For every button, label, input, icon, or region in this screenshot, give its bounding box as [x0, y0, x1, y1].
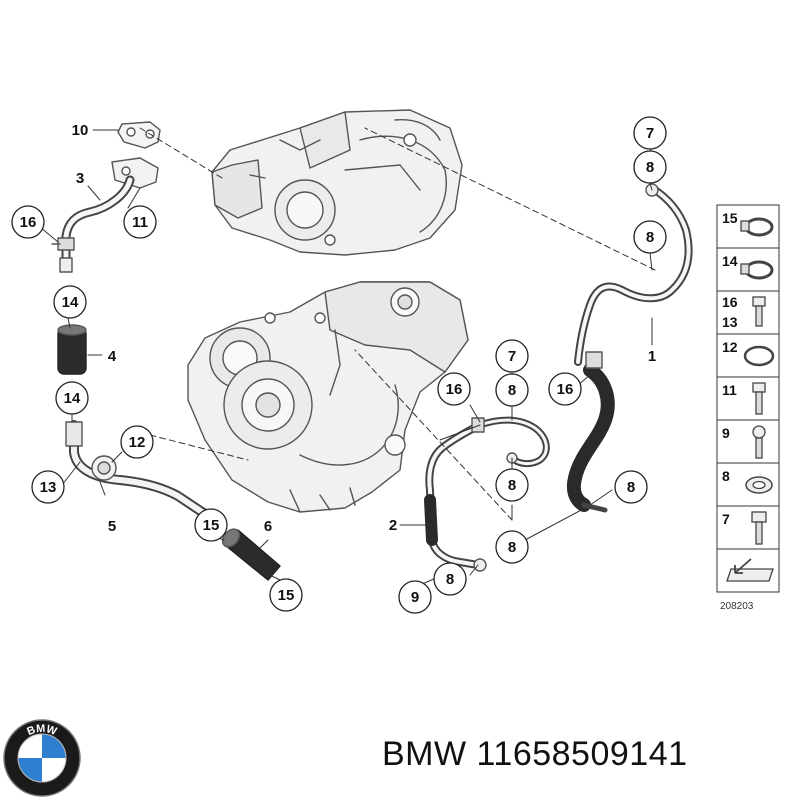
oil-pipe-part-3: [51, 157, 159, 273]
callout-label: 11: [132, 214, 148, 231]
callout-circle: [495, 339, 529, 373]
hose-part-4: [57, 324, 87, 375]
callout-circle: [55, 381, 89, 415]
legend-number: 14: [722, 253, 738, 269]
callout-label: 16: [20, 214, 37, 231]
callout-circle: [53, 285, 87, 319]
callout-circle: [614, 470, 648, 504]
callout-label: 6: [264, 518, 272, 535]
legend-part-icon: [752, 296, 766, 327]
legend-number: 16: [722, 294, 738, 310]
callout-label: 16: [446, 381, 463, 398]
callout-circle: [495, 373, 529, 407]
callout-label: 7: [646, 125, 654, 142]
callout-circle: [31, 470, 65, 504]
callout-circle: [194, 508, 228, 542]
diagram-number: 208203: [720, 601, 754, 612]
callout-label: 3: [76, 170, 84, 187]
legend-cell: 15: [716, 204, 780, 249]
callout-label: 8: [627, 479, 635, 496]
callout-circle: [633, 116, 667, 150]
legend-cell: 9: [716, 419, 780, 464]
pipe-part-2: [424, 416, 550, 572]
diagram-artwork: [33, 109, 693, 586]
legend-part-icon: [726, 558, 774, 582]
callout-label: 2: [389, 517, 397, 534]
logo-lettering: BMW: [25, 723, 58, 738]
callout-label: 8: [508, 539, 516, 556]
callout-label: 15: [203, 517, 220, 534]
legend-part-icon: [752, 382, 766, 415]
legend-number: 8: [722, 468, 730, 484]
callout-circle: [123, 205, 157, 239]
callout-circle: [11, 205, 45, 239]
pipe-part-1: [566, 183, 693, 513]
callout-label: 8: [446, 571, 454, 588]
upper-turbocharger: [211, 109, 463, 256]
leader-lines: [33, 127, 656, 586]
pipe-part-5: [65, 420, 210, 519]
legend-number: 12: [722, 339, 738, 355]
callout-label: 8: [646, 229, 654, 246]
callout-label: 15: [278, 587, 295, 604]
callout-circle: [633, 220, 667, 254]
legend-part-icon: [752, 425, 766, 459]
legend-part-icon: [751, 511, 767, 545]
legend-number: 7: [722, 511, 730, 527]
callout-label: 8: [646, 159, 654, 176]
callout-circle: [120, 425, 154, 459]
lower-turbocharger: [187, 281, 469, 513]
callout-circle: [398, 580, 432, 614]
callout-label: 14: [64, 390, 81, 407]
legend-number: 15: [722, 210, 738, 226]
gasket-part-10: [117, 121, 161, 149]
legend-number: 11: [722, 382, 737, 398]
parts-diagram: 10 3 16 11 14 4 14 12 13 5 15 6 15 7 8 8 1 16 7 8 16 8 8 2 8 8 9 1…: [11, 109, 780, 614]
callout-circle: [495, 530, 529, 564]
callouts: 10 3 16 11 14 4 14 12 13 5 15 6 15 7 8 8 1 16 7 8 16 8 8 2 8 8 9: [11, 116, 667, 614]
callout-circle: [548, 372, 582, 406]
legend-part-icon: [745, 476, 773, 494]
legend-part-icon: [743, 345, 775, 367]
callout-label: 5: [108, 518, 116, 535]
callout-label: 7: [508, 348, 516, 365]
legend-number: 9: [722, 425, 730, 441]
callout-label: 16: [557, 381, 574, 398]
callout-circle: [433, 562, 467, 596]
callout-label: 9: [411, 589, 419, 606]
legend-cell: 8: [716, 462, 780, 507]
hose-part-6: [221, 528, 281, 581]
callout-circle: [633, 150, 667, 184]
callout-label: 8: [508, 382, 516, 399]
callout-circle: [495, 468, 529, 502]
callout-label: 1: [648, 348, 656, 365]
legend-cell: 12: [716, 333, 780, 378]
callout-label: 12: [129, 434, 146, 451]
brand-part-number: BMW 11658509141: [382, 735, 688, 773]
legend-cell: 7: [716, 505, 780, 550]
callout-label: 14: [62, 294, 79, 311]
callout-label: 8: [508, 477, 516, 494]
callout-label: 4: [108, 348, 117, 365]
bmw-logo: BMW: [3, 719, 81, 797]
callout-label: 13: [40, 479, 57, 496]
legend-part-icon: [740, 217, 774, 237]
legend-cell: 11: [716, 376, 780, 421]
legend-part-icon: [740, 260, 774, 280]
legend-number-secondary: 13: [722, 314, 738, 330]
callout-circle: [437, 372, 471, 406]
legend-cell: 14: [716, 247, 780, 292]
legend-cell: [716, 548, 780, 593]
callout-label: 10: [72, 122, 89, 139]
callout-circle: [269, 578, 303, 612]
